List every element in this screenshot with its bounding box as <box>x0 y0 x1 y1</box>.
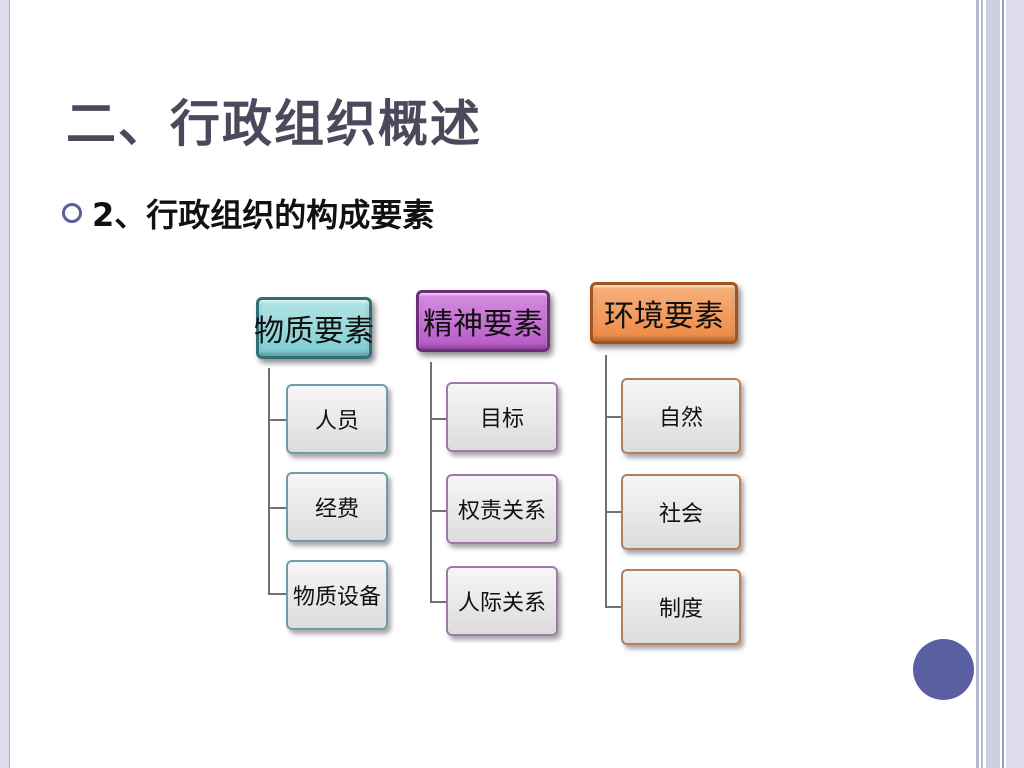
bullet-ring-icon <box>62 203 82 223</box>
heading-environmental-elements: 环境要素 <box>590 282 738 344</box>
connector-line <box>430 601 446 603</box>
heading-spiritual-elements: 精神要素 <box>416 290 550 352</box>
connector-line <box>268 419 286 421</box>
connector-line <box>430 510 446 512</box>
item-system: 制度 <box>621 569 741 645</box>
item-funding: 经费 <box>286 472 388 542</box>
connector-line <box>430 418 446 420</box>
slide-title: 二、行政组织概述 <box>66 95 482 153</box>
decorative-circle <box>913 639 974 700</box>
connector-line <box>605 511 621 513</box>
right-frame-border <box>976 0 1024 768</box>
item-equipment: 物质设备 <box>286 560 388 630</box>
connector-line <box>430 362 432 602</box>
bullet-item: 2、行政组织的构成要素 <box>62 190 434 236</box>
item-personnel: 人员 <box>286 384 388 454</box>
item-goals: 目标 <box>446 382 558 452</box>
connector-line <box>605 416 621 418</box>
item-authority-responsibility: 权责关系 <box>446 474 558 544</box>
connector-line <box>268 507 286 509</box>
left-frame-border <box>0 0 10 768</box>
item-nature: 自然 <box>621 378 741 454</box>
connector-line <box>605 606 621 608</box>
item-society: 社会 <box>621 474 741 550</box>
heading-material-elements: 物质要素 <box>254 297 374 359</box>
connector-line <box>268 593 286 595</box>
item-interpersonal-relations: 人际关系 <box>446 566 558 636</box>
bullet-text: 2、行政组织的构成要素 <box>92 196 435 234</box>
connector-line <box>605 355 607 607</box>
connector-line <box>268 368 270 594</box>
